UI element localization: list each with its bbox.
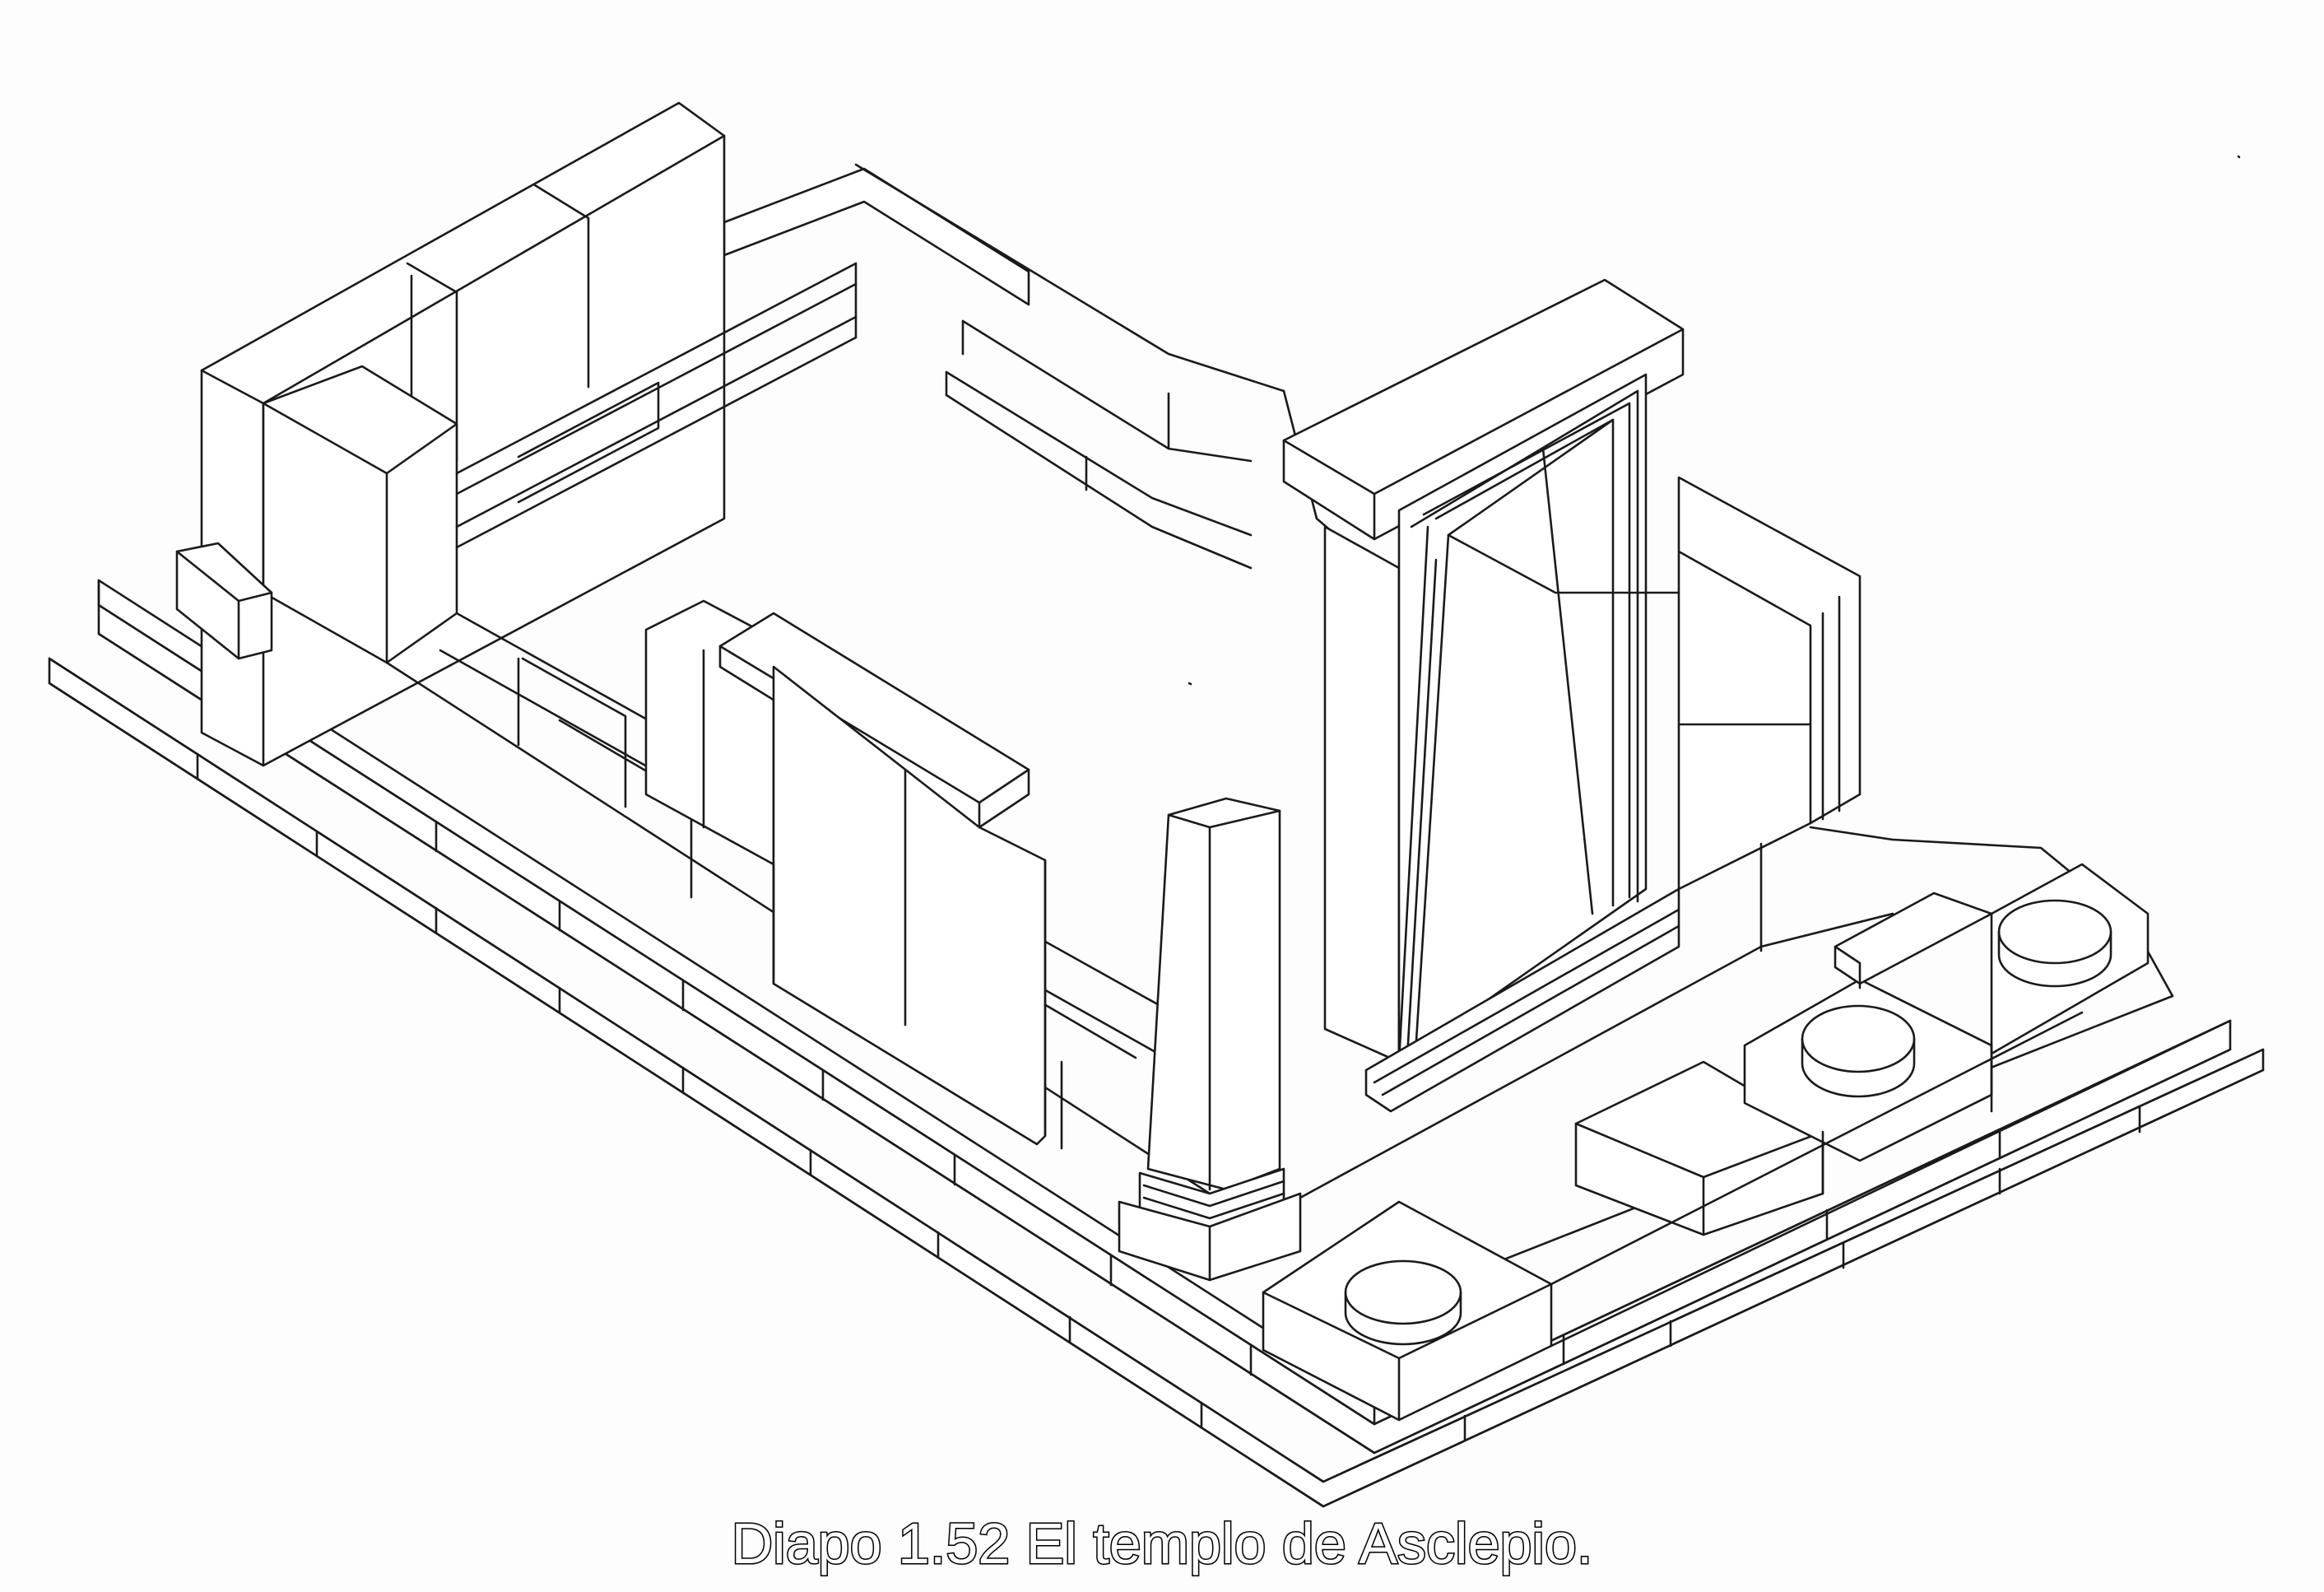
doorway (1282, 278, 1862, 1113)
pronaos (1262, 826, 2232, 1422)
pillar (1118, 797, 1302, 1282)
central-wall (644, 599, 1047, 1146)
margin-annotation (36, 370, 86, 568)
scan-specks (1188, 155, 2241, 686)
back-platform-edge (723, 163, 1376, 570)
left-wall-blocks (175, 101, 858, 767)
slide-caption: Diapo 1.52 El templo de Asclepio. (730, 1511, 1594, 1577)
